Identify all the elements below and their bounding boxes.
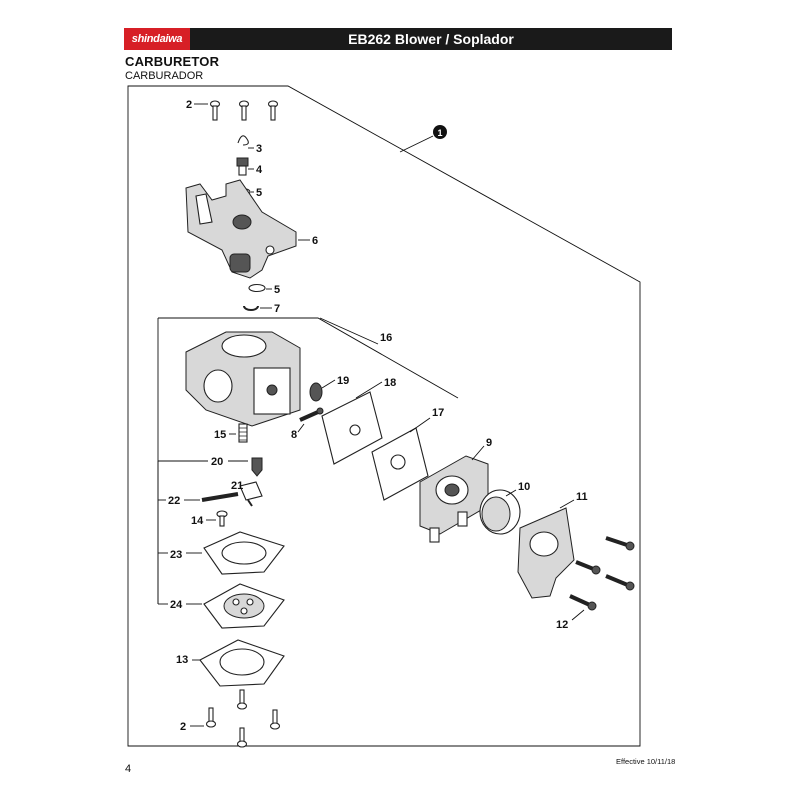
callout-1: 1 xyxy=(437,128,442,138)
callout-10: 10 xyxy=(518,481,530,493)
pump-cover-part-9 xyxy=(419,455,489,543)
primer-part-10 xyxy=(479,489,521,535)
pin-part-22 xyxy=(201,492,239,502)
callout-13: 13 xyxy=(176,654,188,666)
leader-1 xyxy=(399,135,434,153)
callout-20: 20 xyxy=(211,456,223,468)
diaphragm-part-17-hole xyxy=(390,454,406,470)
callout-21: 21 xyxy=(231,480,243,492)
screw-part-8 xyxy=(299,407,324,422)
callout-5-bottom: 5 xyxy=(274,284,280,296)
callout-4: 4 xyxy=(256,164,263,176)
callout-6: 6 xyxy=(312,235,318,247)
leader-19 xyxy=(321,379,336,389)
callout-19: 19 xyxy=(337,375,349,387)
gasket-part-18-hole xyxy=(349,424,361,436)
leader-9 xyxy=(471,445,485,461)
screw-part-12-d xyxy=(569,594,597,611)
spring-part-15-coils xyxy=(239,427,247,441)
callout-9: 9 xyxy=(486,437,492,449)
page-number: 4 xyxy=(125,763,132,775)
spring-part-3 xyxy=(237,135,249,146)
screw-top-right xyxy=(267,100,279,121)
screw-part-12-c xyxy=(605,574,635,591)
screw-bottom-lower xyxy=(236,727,248,748)
callout-17: 17 xyxy=(432,407,444,419)
screw-top-left xyxy=(209,100,221,121)
section-title: CARBURETOR xyxy=(125,54,220,69)
gasket-part-23 xyxy=(203,531,285,575)
callout-18: 18 xyxy=(384,377,396,389)
logo-text: shindaiwa xyxy=(131,33,183,45)
callout-15: 15 xyxy=(214,429,226,441)
header-bar xyxy=(124,28,672,50)
callout-11: 11 xyxy=(576,491,588,503)
effective-date: Effective 10/11/18 xyxy=(616,757,676,766)
screw-bottom-top xyxy=(236,689,248,710)
callout-7: 7 xyxy=(274,303,280,315)
callout-24: 24 xyxy=(170,599,183,611)
body-part-16 xyxy=(185,331,301,427)
washer-part-5-bottom xyxy=(248,283,266,293)
screw-part-12-a xyxy=(605,536,635,551)
page-header-title: EB262 Blower / Soplador xyxy=(348,31,514,47)
leader-8 xyxy=(297,423,305,433)
diaphragm-part-24 xyxy=(203,583,285,629)
cover-part-13 xyxy=(199,639,285,687)
leader-12 xyxy=(571,609,585,621)
leader-11 xyxy=(559,499,575,509)
screw-top-center xyxy=(238,100,250,121)
callout-14: 14 xyxy=(191,515,204,527)
needle-part-4 xyxy=(236,157,249,176)
leader-18 xyxy=(355,381,383,399)
screw-bottom-right xyxy=(269,709,281,730)
lever-part-21 xyxy=(239,481,263,507)
callout-16: 16 xyxy=(380,332,392,344)
spring-part-15 xyxy=(238,423,248,443)
callout-8: 8 xyxy=(291,429,297,441)
callout-2-top: 2 xyxy=(186,99,192,111)
shindaiwa-logo: shindaiwa xyxy=(124,28,190,50)
e-clip-part-7 xyxy=(243,305,259,311)
leader-17 xyxy=(409,417,431,433)
callout-22: 22 xyxy=(168,495,180,507)
callout-12: 12 xyxy=(556,619,568,631)
callout-23: 23 xyxy=(170,549,182,561)
screw-bottom-left xyxy=(205,707,217,728)
screw-part-12-b xyxy=(575,560,601,575)
needle-part-20 xyxy=(251,457,263,477)
housing-part-6 xyxy=(185,179,297,279)
leader-16 xyxy=(319,317,379,345)
plug-part-19 xyxy=(309,382,323,402)
callout-3: 3 xyxy=(256,143,262,155)
screw-part-14 xyxy=(216,510,228,527)
callout-2-bottom: 2 xyxy=(180,721,186,733)
bracket-part-11 xyxy=(517,507,575,599)
callout-5-top: 5 xyxy=(256,187,262,199)
assembly-outline xyxy=(127,85,641,747)
callout-1-marker xyxy=(433,125,447,139)
leader-10 xyxy=(505,489,517,497)
section-subtitle: CARBURADOR xyxy=(125,70,204,82)
